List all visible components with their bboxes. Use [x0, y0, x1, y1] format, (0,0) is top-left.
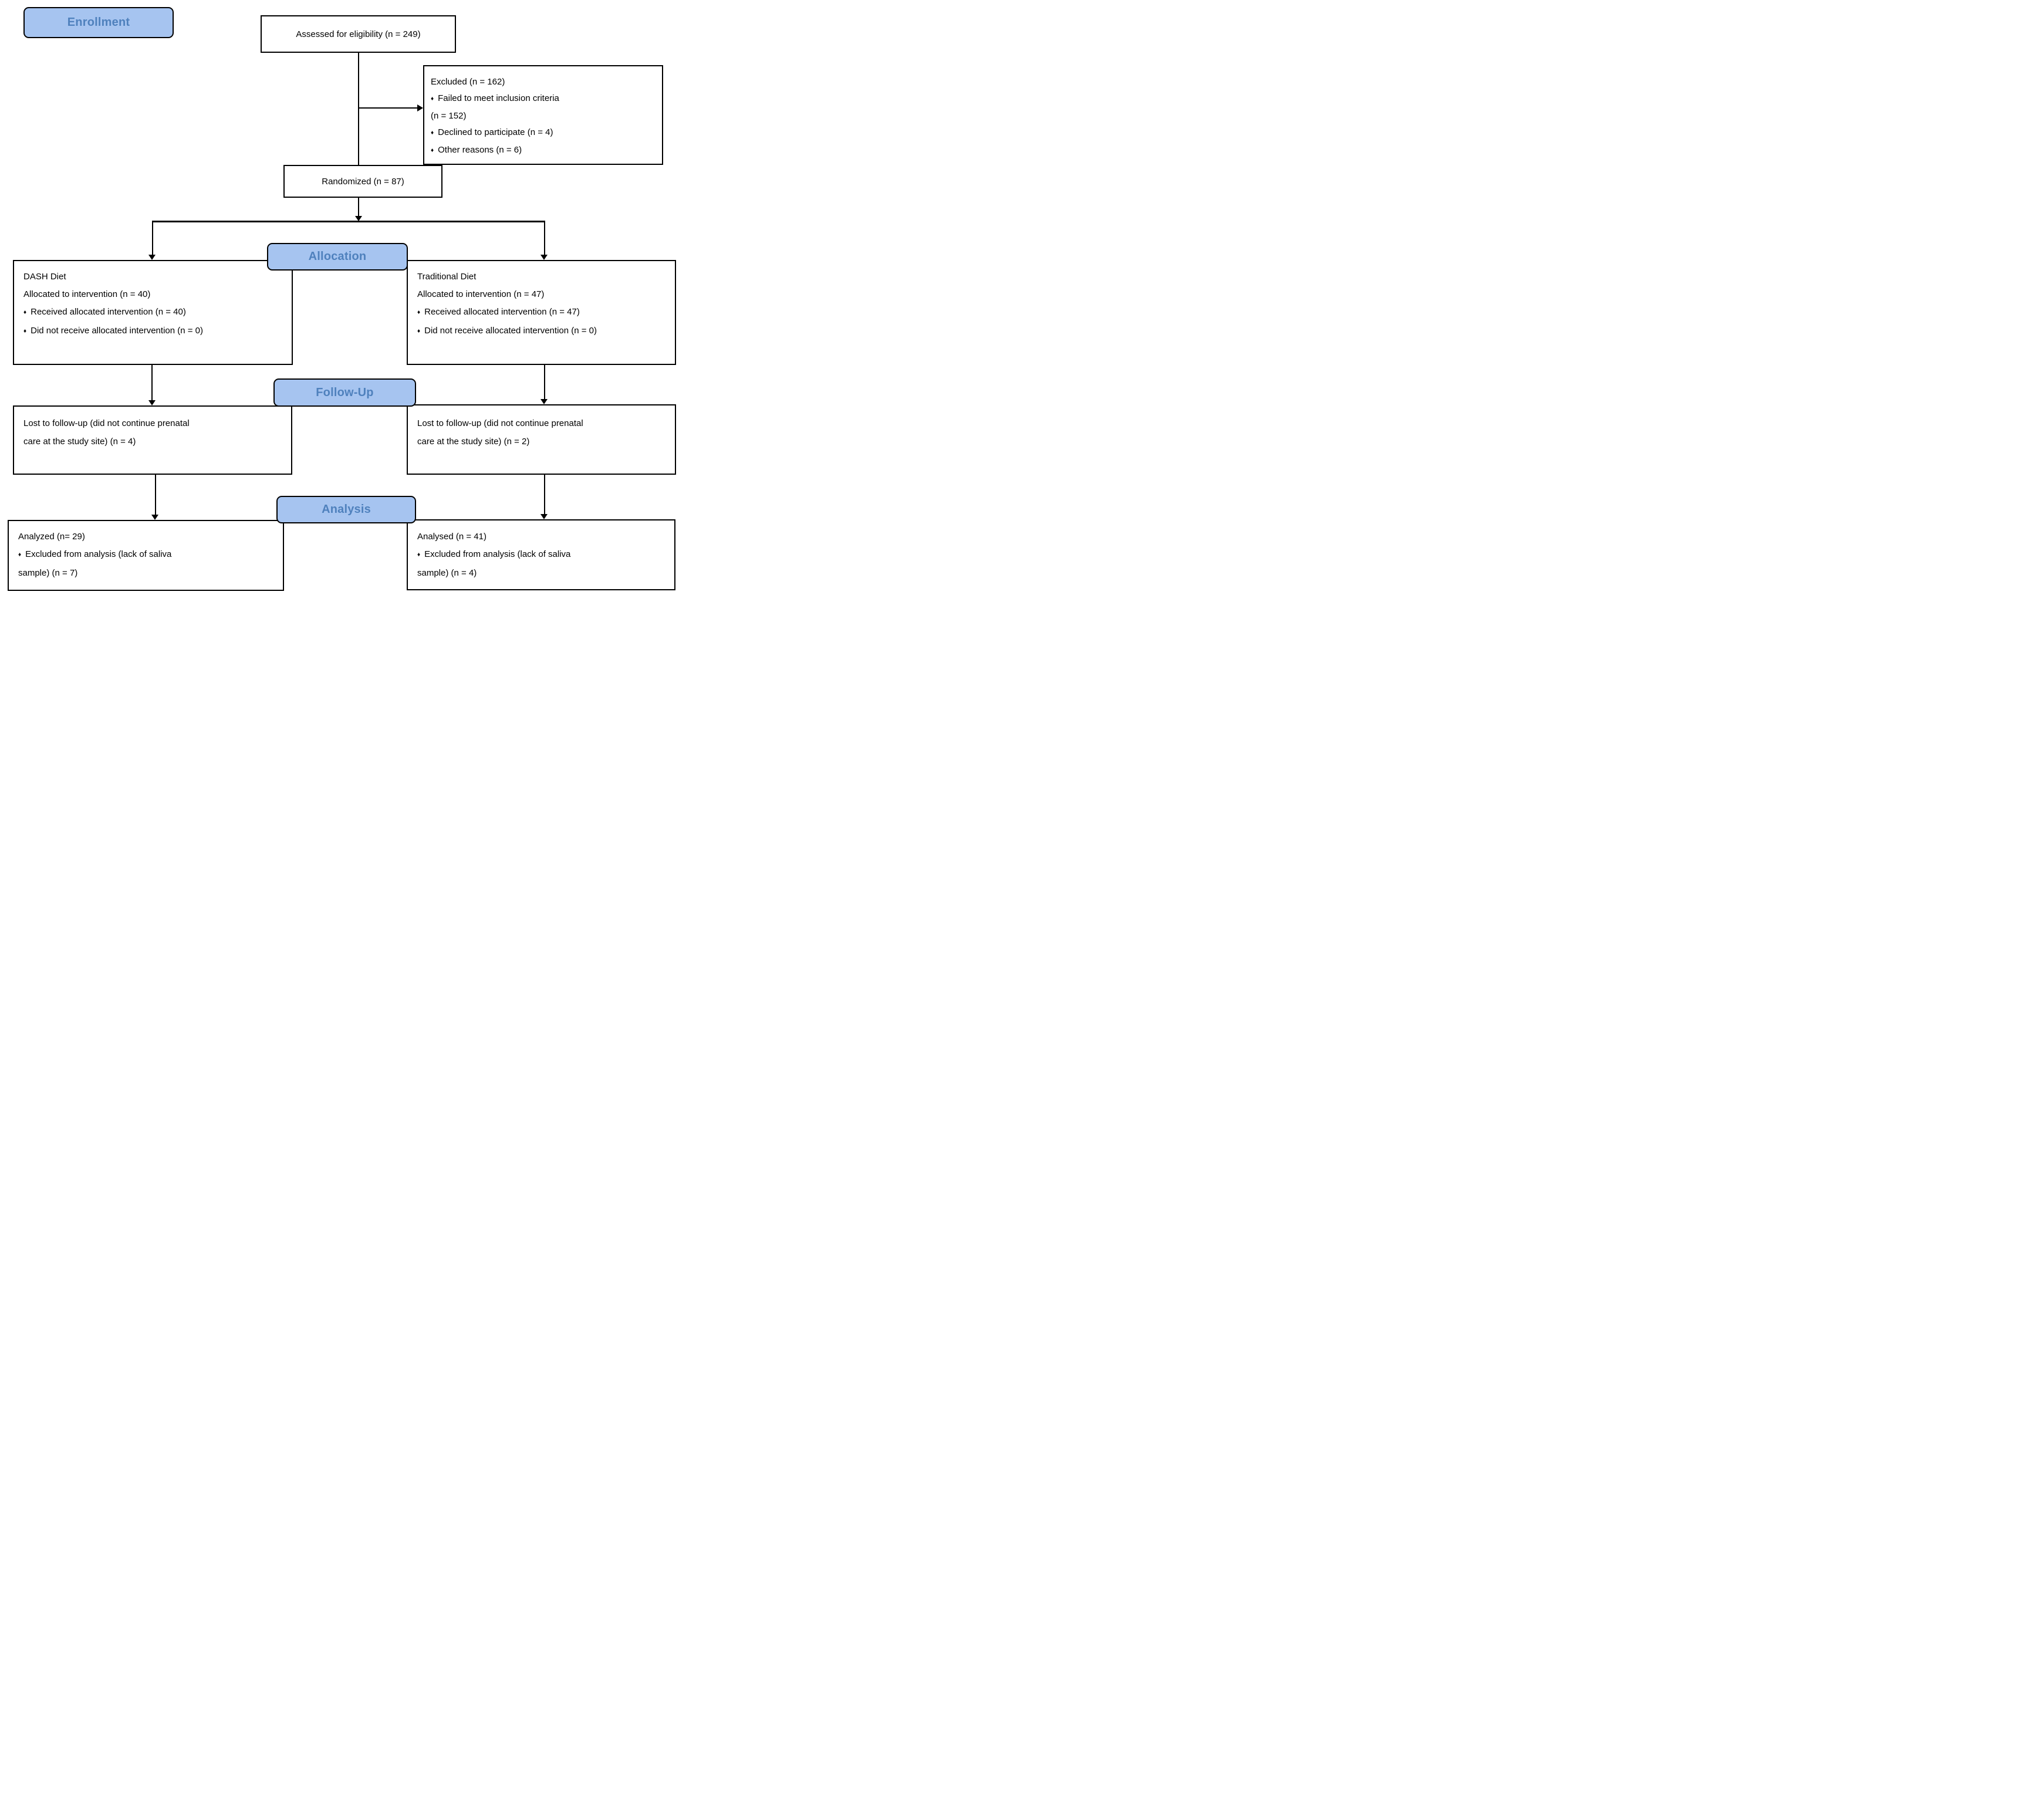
- analysis-right-title: Analysed (n = 41): [417, 532, 486, 542]
- consort-flow-diagram: Enrollment Assessed for eligibility (n =…: [0, 0, 681, 599]
- diamond-bullet-icon: ♦: [417, 309, 421, 316]
- diamond-bullet-icon: ♦: [417, 552, 421, 558]
- arrowhead-analysis-right-icon: [540, 514, 548, 519]
- stage-enrollment: Enrollment: [23, 7, 174, 38]
- followup-left-line-1: Lost to follow-up (did not continue pren…: [23, 418, 190, 428]
- followup-left-line-2: care at the study site) (n = 4): [23, 437, 136, 447]
- stage-followup: Follow-Up: [273, 378, 416, 407]
- box-allocation-traditional: Traditional Diet Allocated to interventi…: [407, 260, 676, 365]
- stage-followup-label: Follow-Up: [316, 386, 374, 399]
- excluded-item-2: ♦Declined to participate (n = 4): [431, 124, 657, 142]
- stage-analysis: Analysis: [276, 496, 416, 523]
- connector-branch-excluded: [359, 107, 417, 109]
- excluded-title: Excluded (n = 162): [431, 77, 505, 87]
- box-randomized: Randomized (n = 87): [283, 165, 442, 198]
- box-excluded: Excluded (n = 162) ♦Failed to meet inclu…: [423, 65, 663, 165]
- box-analysis-right: Analysed (n = 41) ♦Excluded from analysi…: [407, 519, 675, 590]
- dash-item-1: ♦Received allocated intervention (n = 40…: [23, 303, 287, 322]
- arrowhead-followup-right-icon: [540, 399, 548, 404]
- dash-title: DASH Diet: [23, 272, 66, 282]
- traditional-item-2: ♦Did not receive allocated intervention …: [417, 322, 670, 341]
- stage-enrollment-label: Enrollment: [67, 16, 130, 29]
- connector-split-left: [151, 222, 153, 255]
- box-followup-left: Lost to follow-up (did not continue pren…: [13, 405, 292, 475]
- followup-right-line-2: care at the study site) (n = 2): [417, 437, 530, 447]
- analysis-left-item-1: ♦Excluded from analysis (lack of saliva: [18, 546, 278, 564]
- diamond-bullet-icon: ♦: [23, 328, 27, 334]
- arrowhead-allocation-right-icon: [540, 255, 548, 260]
- diamond-bullet-icon: ♦: [417, 328, 421, 334]
- excluded-item-3: ♦Other reasons (n = 6): [431, 142, 657, 160]
- connector-dash-followup: [151, 365, 153, 401]
- connector-randomized-split: [358, 198, 359, 217]
- analysis-right-item-1: ♦Excluded from analysis (lack of saliva: [417, 546, 670, 564]
- connector-followup-analysis-left: [154, 475, 156, 515]
- connector-split-line: [152, 221, 545, 222]
- diamond-bullet-icon: ♦: [431, 96, 434, 102]
- connector-assessed-randomized: [358, 53, 359, 165]
- analysis-right-item-1-continuation: sample) (n = 4): [417, 568, 477, 578]
- dash-subtitle: Allocated to intervention (n = 40): [23, 289, 151, 299]
- arrowhead-split-icon: [354, 216, 362, 221]
- arrowhead-excluded-icon: [417, 104, 423, 111]
- arrowhead-analysis-left-icon: [151, 515, 158, 520]
- arrowhead-allocation-left-icon: [148, 255, 156, 260]
- stage-analysis-label: Analysis: [322, 503, 371, 516]
- connector-split-right: [543, 222, 545, 255]
- stage-allocation: Allocation: [267, 243, 408, 271]
- box-allocation-dash: DASH Diet Allocated to intervention (n =…: [13, 260, 293, 365]
- randomized-text: Randomized (n = 87): [322, 176, 404, 187]
- diamond-bullet-icon: ♦: [431, 147, 434, 154]
- assessed-text: Assessed for eligibility (n = 249): [296, 29, 421, 39]
- dash-item-2: ♦Did not receive allocated intervention …: [23, 322, 287, 341]
- followup-right-line-1: Lost to follow-up (did not continue pren…: [417, 418, 583, 428]
- connector-traditional-followup: [543, 365, 545, 400]
- box-assessed: Assessed for eligibility (n = 249): [261, 15, 456, 53]
- traditional-item-1: ♦Received allocated intervention (n = 47…: [417, 303, 670, 322]
- box-analysis-left: Analyzed (n= 29) ♦Excluded from analysis…: [8, 520, 284, 591]
- excluded-item-1-continuation: (n = 152): [431, 111, 467, 121]
- diamond-bullet-icon: ♦: [431, 130, 434, 136]
- stage-allocation-label: Allocation: [308, 250, 367, 263]
- diamond-bullet-icon: ♦: [23, 309, 27, 316]
- connector-followup-analysis-right: [543, 475, 545, 515]
- box-followup-right: Lost to follow-up (did not continue pren…: [407, 404, 676, 475]
- analysis-left-title: Analyzed (n= 29): [18, 532, 85, 542]
- diamond-bullet-icon: ♦: [18, 552, 22, 558]
- excluded-item-1: ♦Failed to meet inclusion criteria: [431, 90, 657, 108]
- traditional-title: Traditional Diet: [417, 272, 477, 282]
- analysis-left-item-1-continuation: sample) (n = 7): [18, 568, 78, 578]
- traditional-subtitle: Allocated to intervention (n = 47): [417, 289, 545, 299]
- arrowhead-followup-left-icon: [148, 400, 156, 405]
